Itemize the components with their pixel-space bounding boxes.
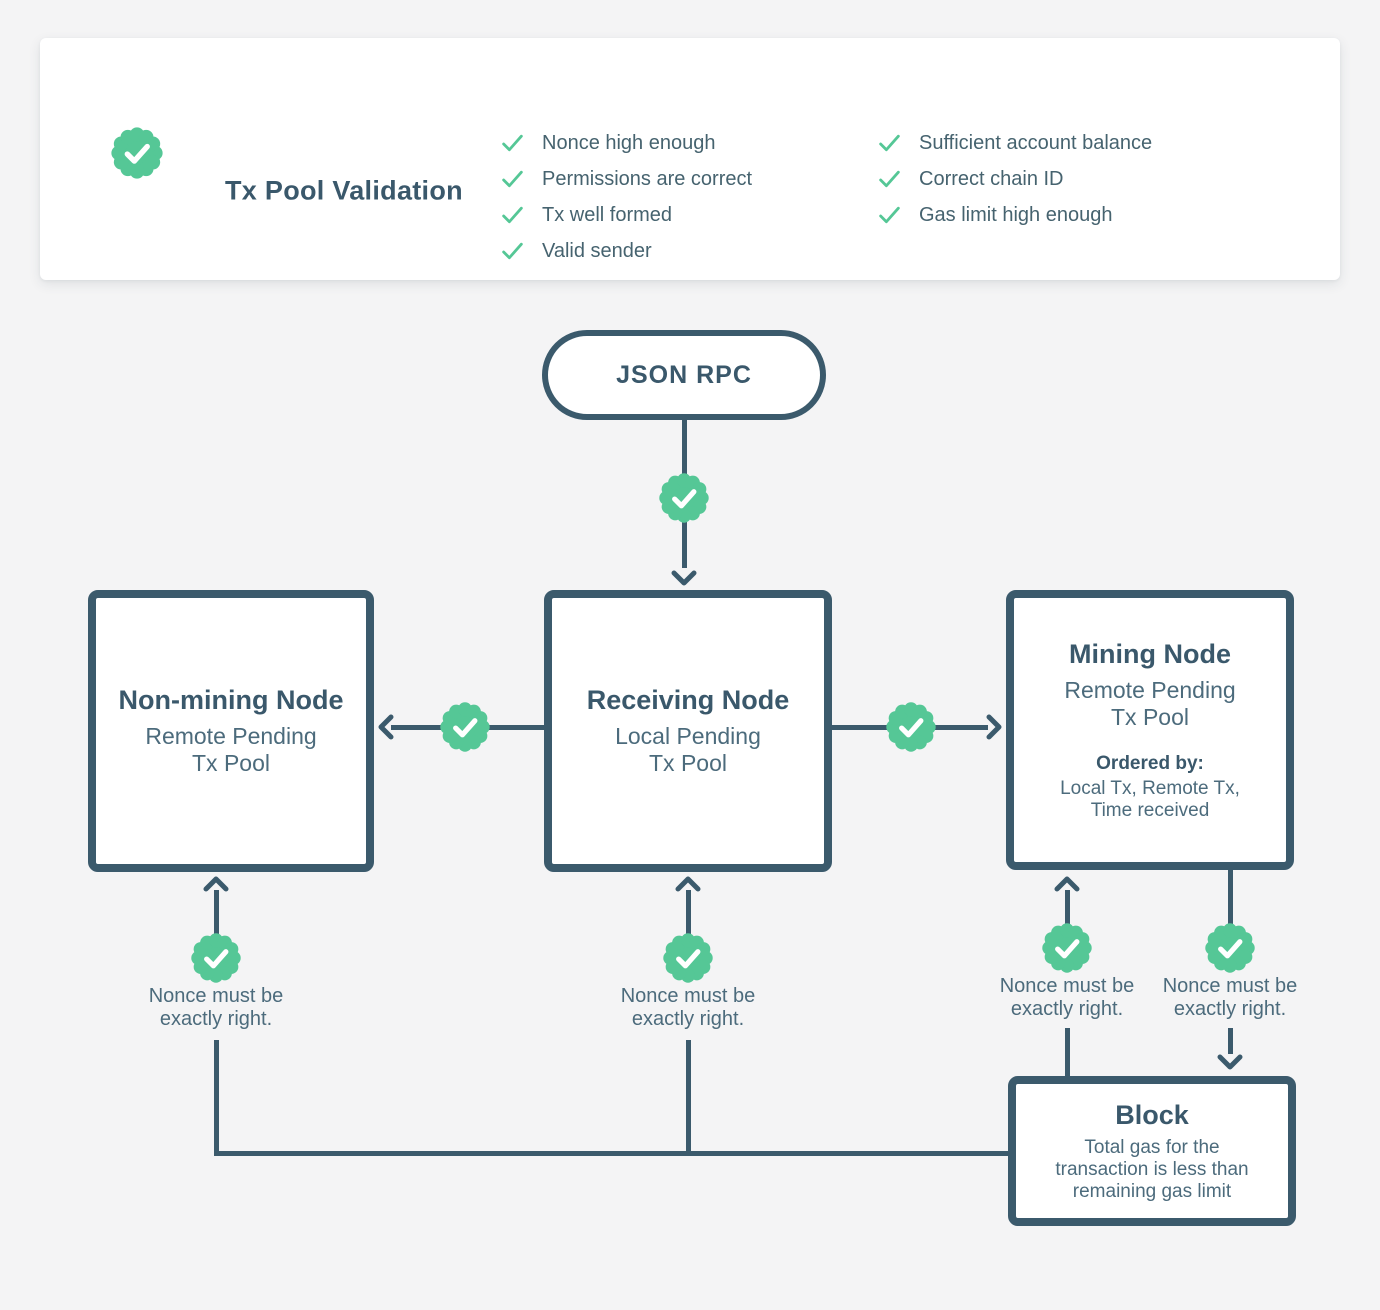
check-item-label: Gas limit high enough (919, 203, 1113, 226)
arrow-up-icon (675, 876, 701, 892)
node-mining: Mining Node Remote Pending Tx Pool Order… (1006, 590, 1294, 870)
check-icon (502, 134, 523, 151)
node-title: Non-mining Node (118, 685, 344, 715)
seal-check-icon (438, 700, 492, 754)
connector-line (1227, 868, 1233, 924)
connector-line (1064, 890, 1070, 924)
legend-title: Tx Pool Validation (225, 175, 463, 206)
legend-card: Tx Pool Validation Nonce high enough Per… (40, 38, 1340, 280)
node-subtitle: Local Pending Tx Pool (615, 723, 761, 776)
check-icon (502, 242, 523, 259)
arrow-down-icon (1217, 1054, 1243, 1070)
seal-check-icon (661, 931, 715, 985)
arrow-up-icon (203, 876, 229, 892)
connector-bus-line (213, 1151, 1011, 1156)
connector-line (213, 1040, 219, 1156)
seal-check-icon (1040, 921, 1094, 975)
check-item-label: Valid sender (542, 239, 652, 262)
connector-line (1064, 1028, 1070, 1078)
seal-check-icon (657, 471, 711, 525)
check-item: Permissions are correct (500, 161, 752, 197)
node-receiving: Receiving Node Local Pending Tx Pool (544, 590, 832, 872)
node-non-mining: Non-mining Node Remote Pending Tx Pool (88, 590, 374, 872)
check-item: Valid sender (500, 233, 752, 269)
connector-line (685, 1040, 691, 1153)
json-rpc-label: JSON RPC (616, 360, 752, 389)
validation-seal-icon (109, 125, 165, 181)
check-item-label: Correct chain ID (919, 167, 1064, 190)
ordered-by-text: Local Tx, Remote Tx, Time received (1060, 777, 1240, 821)
connector-line (213, 890, 219, 934)
check-item-label: Sufficient account balance (919, 131, 1153, 154)
arrow-up-icon (1054, 876, 1080, 892)
seal-check-icon (1203, 921, 1257, 975)
node-block: Block Total gas for the transaction is l… (1008, 1076, 1296, 1226)
checklist-right: Sufficient account balance Correct chain… (877, 125, 1152, 233)
arrow-down-icon (671, 570, 697, 586)
annotation-nonce-non-mining: Nonce must be exactly right. (148, 985, 284, 1030)
check-item-label: Permissions are correct (542, 167, 753, 190)
seal-check-icon (189, 931, 243, 985)
ordered-by: Ordered by: Local Tx, Remote Tx, Time re… (1060, 753, 1240, 822)
node-subtitle: Remote Pending Tx Pool (145, 723, 317, 776)
check-icon (879, 134, 900, 151)
node-title: Mining Node (1069, 638, 1231, 669)
annotation-nonce-receiving: Nonce must be exactly right. (620, 985, 756, 1030)
node-json-rpc: JSON RPC (542, 330, 826, 420)
node-title: Receiving Node (586, 685, 790, 715)
annotation-nonce-block-to-mining: Nonce must be exactly right. (999, 975, 1135, 1020)
node-title: Block (1115, 1099, 1189, 1130)
check-icon (502, 170, 523, 187)
node-subtitle: Remote Pending Tx Pool (1064, 676, 1236, 730)
check-item: Nonce high enough (500, 125, 752, 161)
check-item: Tx well formed (500, 197, 752, 233)
annotation-nonce-mining-to-block: Nonce must be exactly right. (1162, 975, 1298, 1020)
check-icon (879, 170, 900, 187)
checklist-left: Nonce high enough Permissions are correc… (500, 125, 752, 269)
check-icon (502, 206, 523, 223)
block-text: Total gas for the transaction is less th… (1055, 1136, 1249, 1202)
ordered-by-label: Ordered by: (1096, 752, 1204, 774)
connector-line (685, 890, 691, 934)
check-item-label: Nonce high enough (542, 131, 716, 154)
check-item-label: Tx well formed (542, 203, 673, 226)
check-item: Gas limit high enough (877, 197, 1152, 233)
seal-check-icon (884, 700, 938, 754)
arrow-left-icon (378, 714, 394, 740)
connector-line (1227, 1028, 1233, 1054)
check-icon (879, 206, 900, 223)
check-item: Sufficient account balance (877, 125, 1152, 161)
arrow-right-icon (986, 714, 1002, 740)
check-item: Correct chain ID (877, 161, 1152, 197)
